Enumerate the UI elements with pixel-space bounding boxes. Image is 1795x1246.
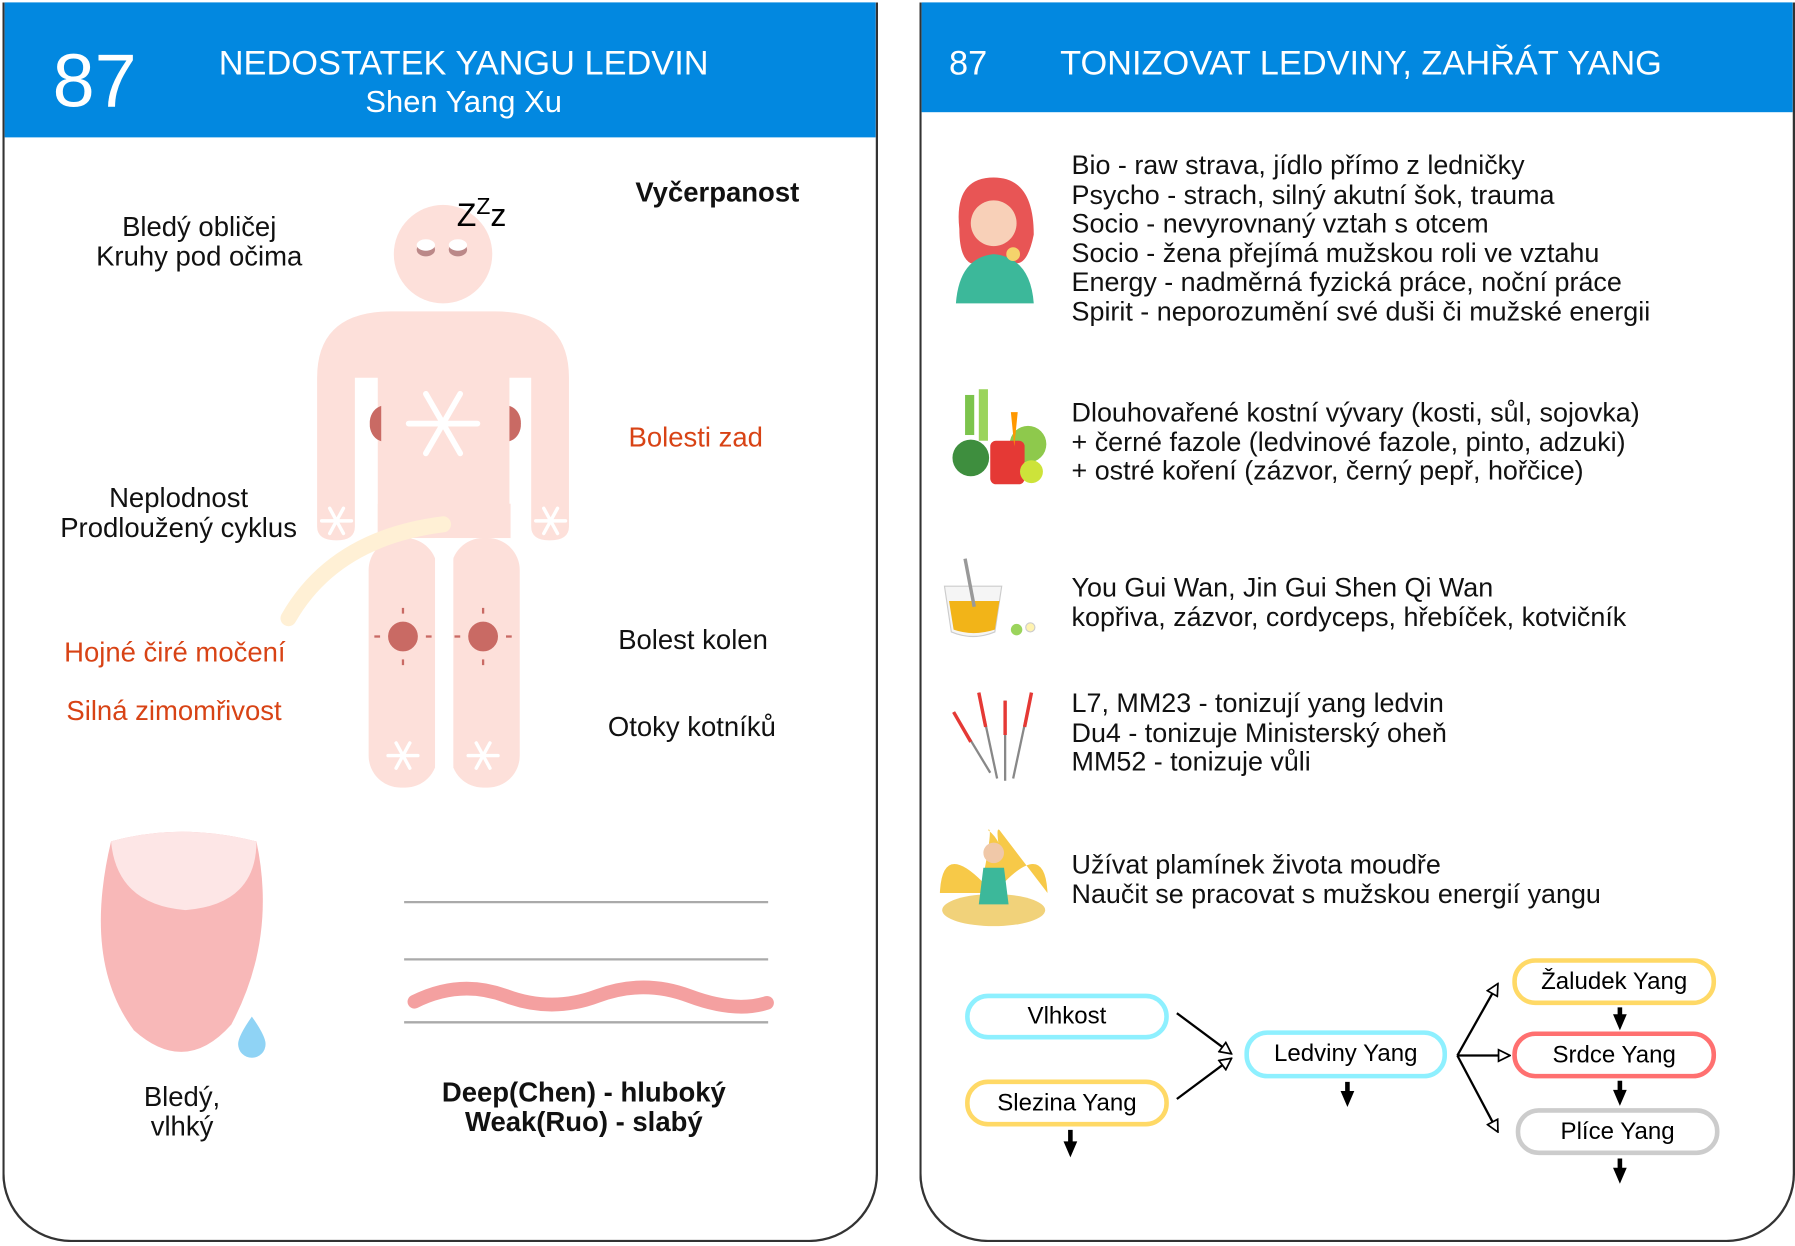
label-knee-pain: Bolest kolen (618, 625, 768, 656)
tongue-illustration (100, 831, 266, 1058)
cause-item: Socio - nevyrovnaný vztah s otcem (1071, 208, 1489, 239)
points-list: L7, MM23 - tonizují yang ledvin Du4 - to… (1071, 688, 1447, 777)
woman-icon (955, 177, 1034, 304)
body-figure (100, 204, 774, 1058)
label-exhaustion: Vyčerpanost (635, 177, 800, 209)
label-urination: Hojné čiré močení (64, 637, 286, 669)
card-number: 87 (52, 37, 137, 123)
tongue-label: Bledý,vlhký (143, 1081, 221, 1143)
flow-arrows (1176, 985, 1509, 1132)
causes-list: Bio - raw strava, jídlo přímo z ledničky… (1071, 149, 1651, 327)
head (393, 204, 493, 304)
flow-node-slezina: Slezina Yang (965, 1079, 1169, 1127)
treatment-header: 87 TONIZOVAT LEDVINY, ZAHŘÁT YANG (921, 2, 1793, 113)
flow-node-zaludek: Žaludek Yang (1512, 958, 1717, 1006)
herbs-list: You Gui Wan, Jin Gui Shen Qi Wan kopřiva… (1071, 572, 1627, 632)
sleep-zzz: ZZZ (456, 194, 507, 233)
diagnosis-card: 87 NEDOSTATEK YANGU LEDVIN Shen Yang Xu (2, 2, 879, 1243)
cause-item: Socio - žena přejímá mužskou roli ve vzt… (1071, 237, 1600, 268)
food-list: Dlouhovařené kostní vývary (kosti, sůl, … (1071, 397, 1640, 486)
treatment-card: 87 TONIZOVAT LEDVINY, ZAHŘÁT YANG (919, 2, 1795, 1243)
card-number: 87 (949, 44, 988, 83)
tea-cup-icon (943, 558, 1036, 638)
card-title: NEDOSTATEK YANGU LEDVIN (218, 44, 709, 83)
acupuncture-needles-icon (952, 692, 1034, 781)
pulse-illustration (404, 900, 774, 1024)
flow-node-ledviny: Ledviny Yang (1244, 1030, 1448, 1079)
card-subtitle: Shen Yang Xu (365, 84, 562, 120)
meditation-lotus-icon (939, 829, 1048, 927)
water-drop-icon (238, 1016, 266, 1058)
cause-item: Spirit - neporozumění své duši či mužské… (1071, 296, 1651, 327)
cause-item: Psycho - strach, silný akutní šok, traum… (1071, 179, 1555, 210)
down-arrows (1063, 1007, 1627, 1184)
cause-item: Energy - nadměrná fyzická práce, noční p… (1071, 267, 1622, 297)
flow-node-plice: Plíce Yang (1515, 1108, 1720, 1156)
flow-node-srdce: Srdce Yang (1512, 1031, 1717, 1079)
snowflake-icons (319, 390, 568, 770)
vegetables-icon (952, 389, 1047, 485)
card-title: TONIZOVAT LEDVINY, ZAHŘÁT YANG (1060, 44, 1662, 83)
urine-stream (280, 516, 452, 627)
practice-list: Užívat plamínek života moudře Naučit se … (1071, 849, 1601, 909)
label-back-pain: Bolesti zad (628, 422, 763, 454)
pain-sun-icons (369, 405, 521, 666)
diagnosis-header: 87 NEDOSTATEK YANGU LEDVIN Shen Yang Xu (4, 2, 876, 138)
flow-node-vlhkost: Vlhkost (965, 993, 1169, 1040)
section-icons (939, 177, 1627, 1184)
label-cold: Silná zimomřivost (66, 696, 282, 727)
label-ankle-swelling: Otoky kotníků (607, 712, 776, 743)
cause-item: Bio - raw strava, jídlo přímo z ledničky (1071, 149, 1525, 180)
